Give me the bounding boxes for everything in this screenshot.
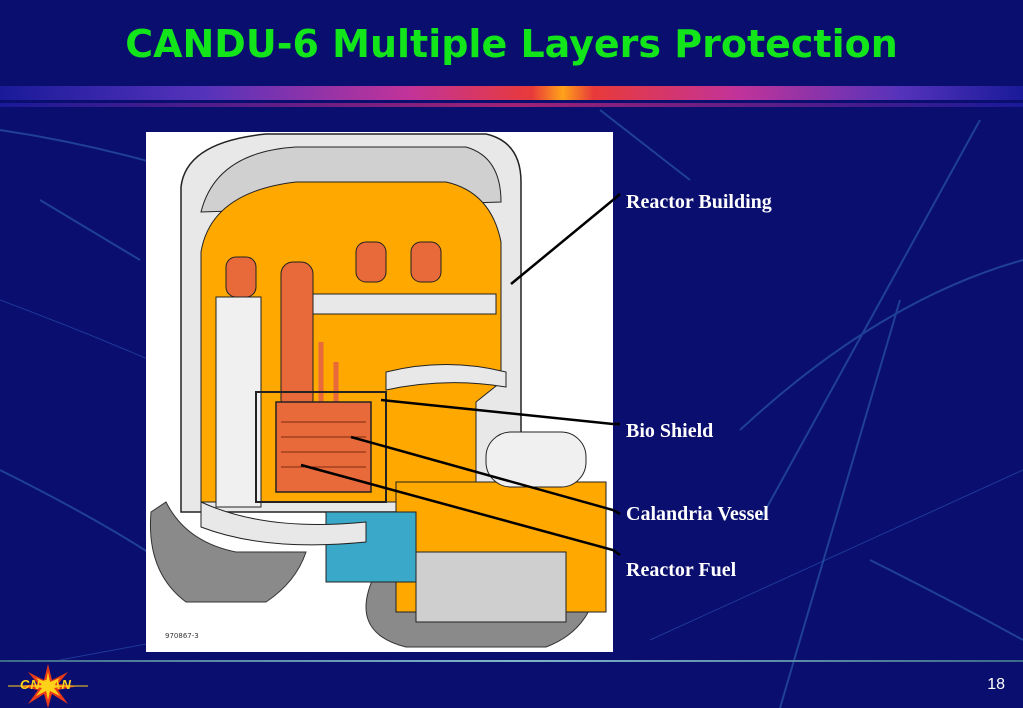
footer-divider — [0, 660, 1023, 662]
callout-reactor-building: Reactor Building — [626, 191, 772, 213]
page-number: 18 — [987, 676, 1005, 693]
callout-calandria-vessel: Calandria Vessel — [626, 503, 769, 525]
calandria-vessel — [275, 401, 372, 493]
figure-code: 970867-3 — [165, 632, 199, 640]
turbine-tube — [485, 431, 587, 488]
slide-title: CANDU-6 Multiple Layers Protection — [125, 22, 898, 66]
callout-bio-shield: Bio Shield — [626, 420, 714, 442]
callout-lines — [300, 199, 614, 552]
fuel-channels — [281, 421, 366, 468]
title-divider-bar — [0, 86, 1023, 100]
rock-foundation-left — [149, 501, 307, 603]
operating-floor — [385, 364, 507, 391]
lower-bay — [415, 551, 567, 623]
reactor-cutaway-illustration — [149, 133, 614, 648]
title-divider-line — [0, 103, 1023, 107]
support-column-left — [215, 296, 262, 508]
logo-text: CNCAN — [20, 677, 72, 692]
base-ring — [200, 501, 367, 546]
callout-reactor-fuel: Reactor Fuel — [626, 559, 737, 581]
cncan-logo — [8, 664, 88, 708]
reactor-cutaway-diagram — [146, 132, 614, 652]
